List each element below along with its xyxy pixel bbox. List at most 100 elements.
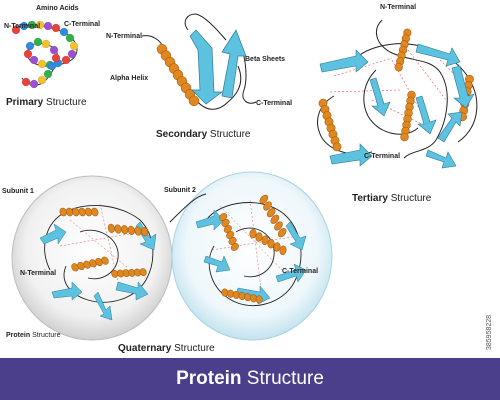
- subunit-2-sheet-4: [275, 263, 307, 283]
- subunit-1-sheet-4: [51, 281, 83, 301]
- amino-acid-bead: [21, 77, 31, 87]
- subunit-1-sheet-5: [93, 291, 113, 321]
- tertiary-structure-title: Tertiary Structure: [352, 193, 432, 204]
- primary-c-terminal-label: C-Terminal: [64, 21, 101, 28]
- tertiary-helix-3: [400, 90, 416, 142]
- amino-acid-bead: [67, 49, 77, 59]
- helix-turn: [394, 62, 403, 72]
- subunit-2-hbonds: [211, 199, 299, 297]
- amino-acid-bead: [47, 61, 57, 71]
- amino-acid-bead: [61, 55, 71, 65]
- quaternary-structure-title: Quaternary Structure: [118, 343, 215, 354]
- helix-turn: [259, 194, 269, 204]
- subunit-2-helices: [219, 194, 287, 304]
- alpha-helix-label: Alpha Helix: [110, 75, 149, 82]
- amino-acid-bead: [37, 59, 47, 69]
- tertiary-sheet-7: [437, 111, 463, 143]
- amino-acid-bead: [51, 53, 61, 63]
- amino-acid-beads: [11, 20, 79, 89]
- amino-acid-bead: [37, 75, 47, 85]
- helix-turn: [261, 235, 269, 246]
- tertiary-sheet-2: [415, 43, 461, 67]
- subunit-2-sheet-1: [195, 209, 225, 231]
- amino-acid-bead: [33, 37, 43, 47]
- secondary-c-terminal-label: C-Terminal: [256, 100, 293, 107]
- helix-turn: [332, 142, 342, 152]
- subunit-1-sheet-3: [115, 281, 149, 301]
- helix-turn: [273, 242, 281, 252]
- primary-structure-title: Primary Structure: [6, 97, 87, 108]
- protein-structure-small-label: Protein Structure: [6, 332, 61, 339]
- amino-acid-bead: [41, 39, 51, 49]
- subunit-2-helix-3: [249, 228, 287, 256]
- helix-turn: [249, 228, 257, 239]
- tertiary-sheet-3: [451, 65, 475, 109]
- helix-turn: [266, 208, 276, 218]
- subunit-2-sphere: [171, 171, 333, 341]
- subunit-2-sheet-2: [285, 221, 307, 251]
- subunit-1-helix-4: [111, 268, 147, 278]
- helix-turn: [270, 214, 280, 224]
- tertiary-sheet-4: [369, 77, 391, 117]
- protein-structure-diagram: [11, 13, 478, 341]
- amino-acid-bead: [69, 41, 79, 51]
- quaternary-structure: [11, 171, 333, 341]
- amino-acid-bead: [65, 33, 75, 43]
- amino-acid-bead: [29, 79, 39, 89]
- subunit-2-label: Subunit 2: [164, 187, 196, 194]
- amino-acids-label: Amino Acids: [36, 5, 79, 12]
- subunit-1-helices: [59, 207, 149, 278]
- alpha-helix: [156, 44, 200, 106]
- quaternary-n-terminal-label: N-Terminal: [20, 270, 57, 277]
- amino-acid-bead: [25, 41, 35, 51]
- helix-turn: [141, 227, 149, 237]
- amino-acid-bead: [23, 49, 33, 59]
- subunit-2-helix-2: [219, 213, 239, 251]
- subunit-connector: [169, 193, 207, 223]
- helix-turn: [139, 268, 147, 277]
- helix-turn: [279, 245, 287, 256]
- subunit-1-helix-2: [107, 223, 149, 237]
- tertiary-sheet-6: [329, 143, 373, 167]
- helix-turn: [400, 132, 409, 142]
- amino-acid-bead: [51, 23, 61, 33]
- amino-acid-bead: [49, 45, 59, 55]
- tertiary-structure: [317, 19, 478, 169]
- amino-acid-bead: [43, 21, 53, 31]
- beta-sheet-arrow-2: [221, 29, 247, 99]
- amino-acid-bead: [19, 21, 29, 31]
- helix-turn: [188, 95, 200, 106]
- footer-title: Protein Structure: [176, 368, 324, 389]
- beta-sheets-label: Beta Sheets: [245, 56, 286, 63]
- tertiary-helix-1: [394, 28, 412, 72]
- primary-structure: [11, 20, 79, 89]
- subunit-2-sheet-3: [203, 255, 231, 273]
- helix-turn: [230, 243, 239, 251]
- helix-turn: [101, 256, 109, 265]
- helix-turn: [263, 201, 272, 211]
- secondary-structure-title: Secondary Structure: [156, 129, 251, 140]
- secondary-backbone: [141, 13, 257, 110]
- secondary-n-terminal-label: N-Terminal: [106, 33, 143, 40]
- beta-sheet-arrow-1: [189, 29, 224, 105]
- subunit-1-sphere: [11, 175, 173, 341]
- secondary-structure: [141, 13, 257, 110]
- helix-turn: [91, 207, 99, 217]
- helix-turn: [255, 232, 263, 242]
- tertiary-sheet-8: [425, 149, 457, 169]
- amino-acid-bead: [59, 27, 69, 37]
- amino-acid-bead: [29, 55, 39, 65]
- amino-acid-bead: [11, 25, 21, 35]
- tertiary-n-terminal-label: N-Terminal: [380, 4, 417, 11]
- quaternary-c-terminal-label: C-Terminal: [282, 268, 319, 275]
- secondary-alpha-helix: [156, 44, 200, 106]
- subunit-1-label: Subunit 1: [2, 188, 34, 195]
- subunit-1-helix-3: [71, 256, 109, 272]
- tertiary-sheet-1: [319, 49, 369, 73]
- tertiary-helix-2: [318, 98, 342, 152]
- subunit-2-helix-4: [221, 288, 263, 304]
- helix-turn: [255, 295, 263, 304]
- primary-n-terminal-label: N-Terminal: [4, 23, 41, 30]
- tertiary-sheet-5: [415, 95, 437, 135]
- footer-banner: Protein Structure: [0, 358, 500, 400]
